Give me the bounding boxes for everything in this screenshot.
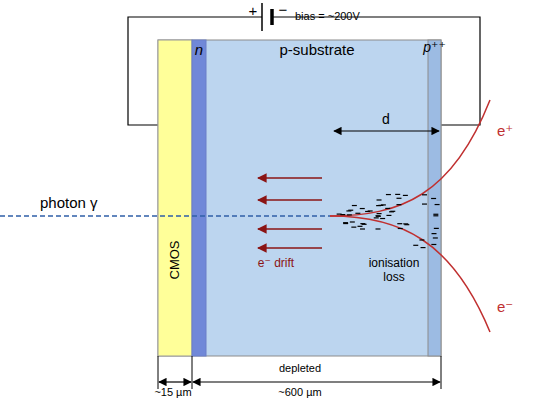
layer-label: n [195, 42, 203, 59]
annotation-label: d [382, 111, 390, 127]
sensor-body [158, 40, 441, 356]
annotation-label: e⁻ drift [258, 257, 294, 271]
extension-lines [158, 356, 441, 389]
n-layer [192, 40, 206, 356]
annotation-label: ~15 µm [154, 386, 191, 399]
p-plus-layer [428, 40, 441, 356]
depth-arrow [334, 130, 439, 131]
p-plus-box: p⁺⁺ [428, 40, 441, 356]
positron-track [330, 100, 490, 216]
annotation-label: depleted [279, 362, 321, 375]
charge-marks [337, 194, 440, 247]
annotation-label: − [279, 1, 288, 18]
layer-label: CMOS [168, 241, 182, 280]
annotation-label: photon γ [40, 194, 98, 211]
annotation-label: + [249, 2, 258, 19]
battery-plate [270, 9, 274, 25]
electron-track [330, 216, 490, 332]
cmos-layer [158, 40, 192, 356]
annotation-label: e⁻ [497, 298, 513, 315]
annotation-label: ionisation loss [361, 257, 427, 285]
layer-label: p⁺⁺ [423, 40, 446, 55]
layer-label: p-substrate [279, 42, 354, 59]
battery-plate [261, 3, 263, 31]
annotation-label: bias = ~200V [295, 10, 360, 23]
dimension-arrow [159, 381, 191, 382]
dimension-arrow [193, 381, 440, 382]
substrate-box: p-substrate [206, 40, 428, 356]
annotation-label: ~600 µm [278, 386, 321, 399]
n-layer-box: n [192, 40, 206, 356]
cmos-layer-box: CMOS [158, 40, 192, 356]
photon-path [0, 215, 330, 216]
drift-arrows [258, 178, 322, 248]
annotation-label: e⁺ [497, 122, 513, 139]
